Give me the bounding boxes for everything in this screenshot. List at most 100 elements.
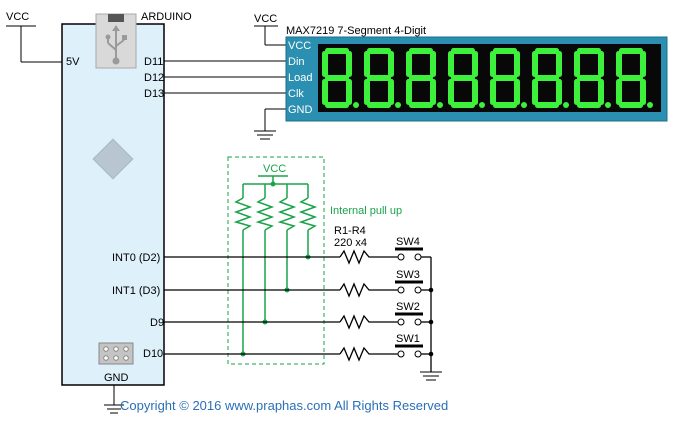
segment-b <box>472 51 478 77</box>
segment-a <box>619 48 643 54</box>
display-vcc-net <box>254 25 286 46</box>
segment-f <box>448 51 454 77</box>
resistor-r3 <box>339 282 376 298</box>
segment-d <box>535 102 559 108</box>
pin-int0-label: INT0 (D2) <box>112 252 160 264</box>
display-title: MAX7219 7-Segment 4-Digit <box>286 25 426 37</box>
display-ground-icon <box>254 108 286 140</box>
copyright-footer: Copyright © 2016 www.praphas.com All Rig… <box>120 398 449 413</box>
pin-d10-label: D10 <box>143 348 163 360</box>
gnd-label: GND <box>104 372 129 384</box>
max7219-module: MAX7219 7-Segment 4-Digit VCC Din Load C… <box>285 25 668 122</box>
icsp-header <box>98 342 134 365</box>
segment-e <box>322 79 328 105</box>
segment-g <box>577 75 601 81</box>
segment-b <box>430 51 436 77</box>
segment-d <box>367 102 391 108</box>
segment-e <box>616 79 622 105</box>
segment-g <box>535 75 559 81</box>
segment-d <box>577 102 601 108</box>
display-pin-vcc: VCC <box>288 40 311 52</box>
segment-e <box>490 79 496 105</box>
segment-f <box>322 51 328 77</box>
segment-d <box>409 102 433 108</box>
switch-sw2: SW2 <box>395 301 423 326</box>
digit-4 <box>448 48 485 108</box>
arduino-board: ARDUINO 5V D11 D12 D13 INT0 (D2) INT1 (D… <box>61 11 192 386</box>
segment-c <box>388 79 394 105</box>
pullup-resistor-1 <box>233 197 253 231</box>
pin-d9-label: D9 <box>150 317 164 329</box>
chip-diamond <box>92 138 134 180</box>
switch-ground-icon <box>420 371 442 381</box>
digit-5 <box>490 48 527 108</box>
segment-a <box>325 48 349 54</box>
segment-g <box>325 75 349 81</box>
segment-e <box>406 79 412 105</box>
display-pin-clk: Clk <box>288 88 304 100</box>
segment-dp <box>563 102 569 108</box>
pin-d11-label: D11 <box>144 56 163 68</box>
segment-dp <box>353 102 359 108</box>
segment-b <box>346 51 352 77</box>
segment-dp <box>605 102 611 108</box>
segment-f <box>406 51 412 77</box>
segment-b <box>598 51 604 77</box>
segment-d <box>451 102 475 108</box>
segment-d <box>325 102 349 108</box>
segment-a <box>577 48 601 54</box>
switch-sw4-label: SW4 <box>396 236 420 248</box>
segment-b <box>514 51 520 77</box>
pullup-vcc-label: VCC <box>263 163 286 175</box>
resistor-r4 <box>339 249 376 265</box>
pullup-caption: Internal pull up <box>330 205 402 217</box>
segment-f <box>616 51 622 77</box>
display-pin-gnd: GND <box>288 104 313 116</box>
digit-6 <box>532 48 569 108</box>
segment-b <box>640 51 646 77</box>
segment-dp <box>479 102 485 108</box>
arduino-ground-icon <box>104 385 124 414</box>
digit-8 <box>616 48 653 108</box>
switch-sw2-label: SW2 <box>396 301 420 313</box>
segment-a <box>367 48 391 54</box>
switch-sw4: SW4 <box>395 236 423 261</box>
digit-7 <box>574 48 611 108</box>
pullup-resistor-3 <box>277 197 297 231</box>
seven-segment-digits <box>322 48 653 108</box>
segment-c <box>514 79 520 105</box>
segment-g <box>619 75 643 81</box>
segment-f <box>532 51 538 77</box>
segment-e <box>574 79 580 105</box>
segment-c <box>640 79 646 105</box>
pullup-resistor-2 <box>255 197 275 231</box>
segment-c <box>430 79 436 105</box>
segment-c <box>556 79 562 105</box>
segment-e <box>532 79 538 105</box>
digit-1 <box>322 48 359 108</box>
segment-b <box>556 51 562 77</box>
display-pin-din: Din <box>288 56 305 68</box>
segment-dp <box>437 102 443 108</box>
pin-d13-label: D13 <box>144 88 164 100</box>
switch-sw3: SW3 <box>395 269 423 294</box>
internal-pullup-network: VCC Internal pull up <box>227 156 402 365</box>
segment-g <box>493 75 517 81</box>
segment-a <box>451 48 475 54</box>
resistor-r2 <box>339 314 376 330</box>
display-vcc-label: VCC <box>254 13 277 25</box>
pin-5v-label: 5V <box>66 56 80 68</box>
digit-3 <box>406 48 443 108</box>
arduino-title: ARDUINO <box>141 11 192 23</box>
segment-b <box>388 51 394 77</box>
segment-d <box>493 102 517 108</box>
pin-int1-label: INT1 (D3) <box>112 285 160 297</box>
switch-sw3-label: SW3 <box>396 269 420 281</box>
usb-icon <box>105 25 127 65</box>
segment-c <box>346 79 352 105</box>
segment-e <box>448 79 454 105</box>
arduino-vcc-label: VCC <box>6 11 29 23</box>
input-wires <box>164 249 432 372</box>
resistor-value: 220 x4 <box>334 237 367 249</box>
